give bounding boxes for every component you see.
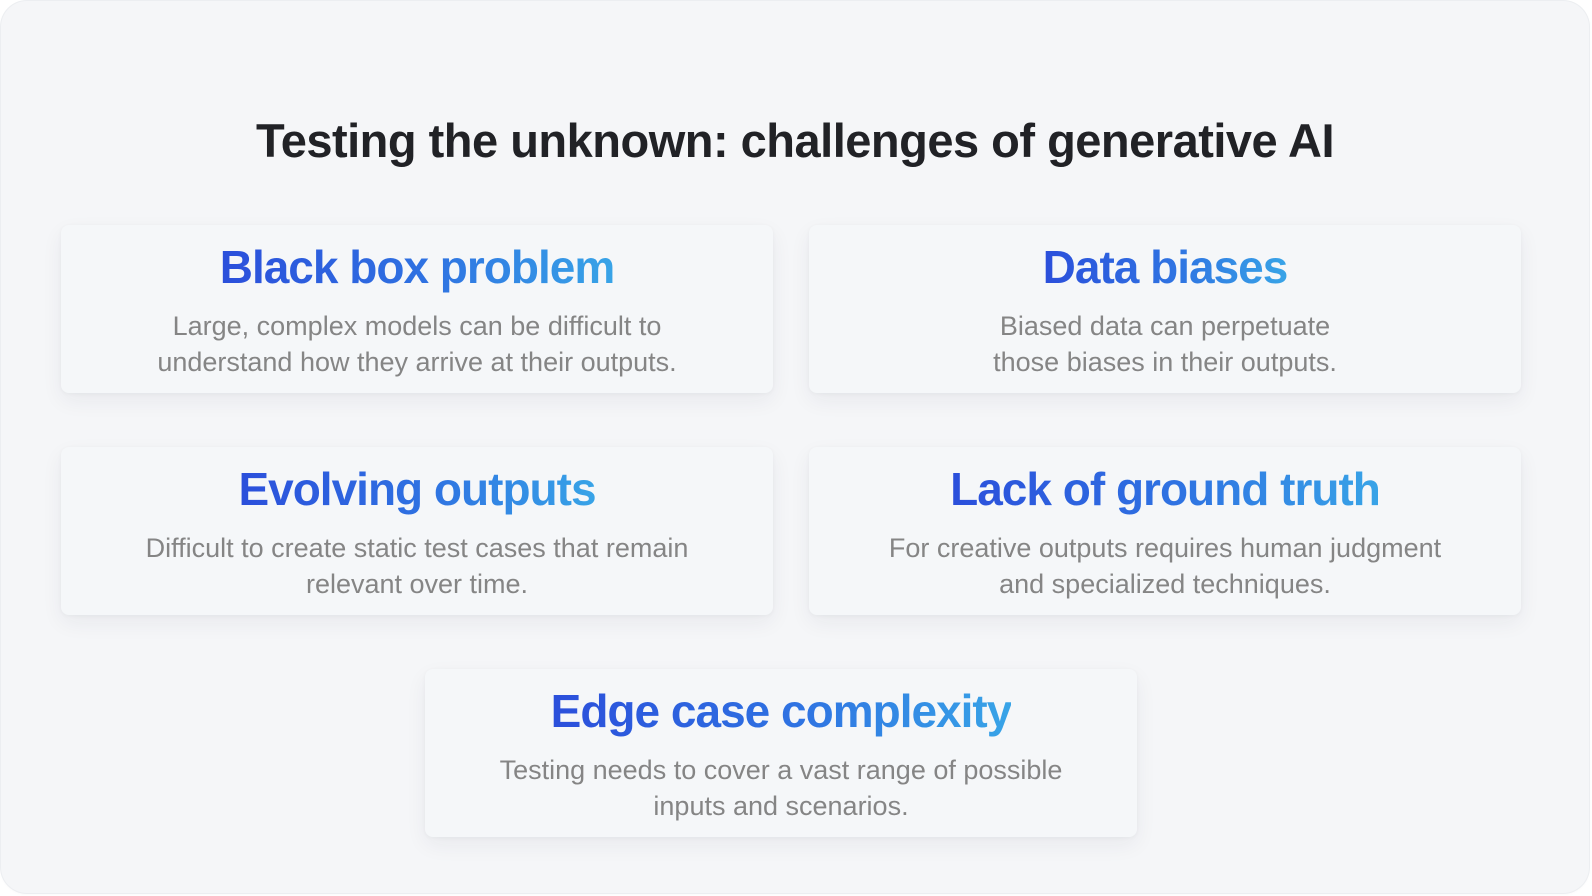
card-heading: Data biases: [1043, 238, 1289, 296]
card-heading: Edge case complexity: [551, 682, 1013, 740]
card-description-line: understand how they arrive at their outp…: [157, 347, 677, 377]
challenge-card-evolving-outputs: Evolving outputs Difficult to create sta…: [61, 447, 773, 615]
card-description-line: those biases in their outputs.: [993, 347, 1337, 377]
challenge-card-ground-truth: Lack of ground truth For creative output…: [809, 447, 1521, 615]
card-heading: Evolving outputs: [238, 460, 596, 518]
card-description-line: Difficult to create static test cases th…: [145, 533, 689, 563]
challenge-card-black-box: Black box problem Large, complex models …: [61, 225, 773, 393]
challenge-card-edge-cases: Edge case complexity Testing needs to co…: [425, 669, 1137, 837]
card-heading: Lack of ground truth: [950, 460, 1381, 518]
card-description: Large, complex models can be difficult t…: [61, 308, 773, 380]
card-description-line: relevant over time.: [305, 569, 529, 599]
card-description-line: inputs and scenarios.: [653, 791, 909, 821]
card-description-line: Biased data can perpetuate: [999, 311, 1331, 341]
card-description-line: For creative outputs requires human judg…: [888, 533, 1442, 563]
card-description: Difficult to create static test cases th…: [61, 530, 773, 602]
card-description: For creative outputs requires human judg…: [809, 530, 1521, 602]
card-description-line: Testing needs to cover a vast range of p…: [499, 755, 1063, 785]
slide-title: Testing the unknown: challenges of gener…: [255, 114, 1335, 167]
card-description: Testing needs to cover a vast range of p…: [425, 752, 1137, 824]
challenge-card-data-biases: Data biases Biased data can perpetuate t…: [809, 225, 1521, 393]
card-description-line: Large, complex models can be difficult t…: [172, 311, 662, 341]
card-description-line: and specialized techniques.: [999, 569, 1331, 599]
card-description: Biased data can perpetuate those biases …: [809, 308, 1521, 380]
card-heading: Black box problem: [220, 238, 616, 296]
